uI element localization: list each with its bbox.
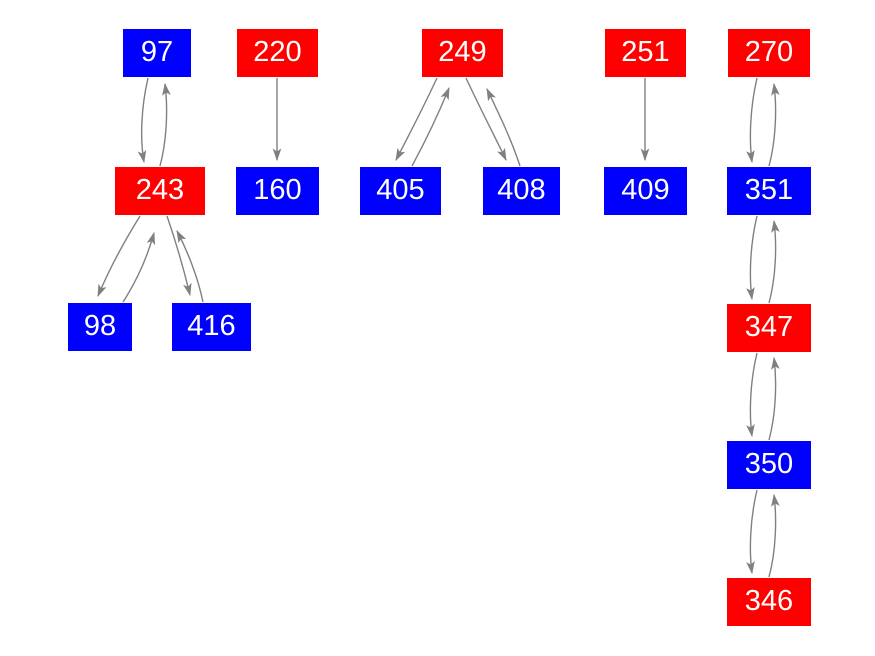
graph-node-97[interactable]: 97 <box>123 29 191 77</box>
graph-node-label: 346 <box>744 584 794 617</box>
graph-node-408[interactable]: 408 <box>483 167 560 215</box>
edge-243-to-416 <box>166 215 192 297</box>
graph-node-346[interactable]: 346 <box>727 578 811 626</box>
edge-249-to-408 <box>465 77 507 162</box>
edge-97-to-243 <box>137 77 149 164</box>
edge-347-to-351 <box>768 219 780 304</box>
graph-node-label: 405 <box>376 173 425 206</box>
graph-node-405[interactable]: 405 <box>360 167 441 215</box>
graph-node-label: 160 <box>253 173 302 206</box>
edge-270-to-351 <box>746 77 758 164</box>
edge-347-to-350 <box>746 352 758 438</box>
graph-node-416[interactable]: 416 <box>172 303 251 351</box>
graph-node-label: 249 <box>438 35 487 68</box>
edge-98-to-243 <box>122 231 156 303</box>
edge-408-to-249 <box>486 87 521 167</box>
graph-node-label: 220 <box>253 35 302 68</box>
graph-node-243[interactable]: 243 <box>115 167 205 215</box>
graph-node-label: 350 <box>744 447 794 480</box>
graph-node-label: 408 <box>497 173 546 206</box>
graph-node-label: 416 <box>187 309 236 342</box>
edge-350-to-347 <box>768 356 780 441</box>
graph-node-251[interactable]: 251 <box>605 29 686 77</box>
graph-node-label: 251 <box>621 35 670 68</box>
edge-243-to-97 <box>159 82 171 167</box>
graph-node-350[interactable]: 350 <box>727 441 811 489</box>
graph-node-220[interactable]: 220 <box>237 29 318 77</box>
graph-node-label: 409 <box>621 173 670 206</box>
edge-249-to-405 <box>395 77 438 161</box>
edge-416-to-243 <box>176 230 204 303</box>
edge-351-to-270 <box>768 82 780 167</box>
graph-node-label: 270 <box>744 35 794 68</box>
edge-243-to-98 <box>97 215 141 298</box>
graph-node-label: 243 <box>135 173 185 206</box>
graph-node-98[interactable]: 98 <box>68 303 132 351</box>
graph-node-label: 351 <box>744 173 794 206</box>
graph-node-249[interactable]: 249 <box>422 29 503 77</box>
graph-node-label: 347 <box>744 310 794 343</box>
edge-351-to-347 <box>746 215 758 301</box>
edge-350-to-346 <box>746 489 758 575</box>
graph-node-347[interactable]: 347 <box>727 304 811 352</box>
graph-node-270[interactable]: 270 <box>728 29 810 77</box>
graph-node-351[interactable]: 351 <box>727 167 811 215</box>
edge-346-to-350 <box>768 493 780 578</box>
graph-node-label: 97 <box>140 35 174 68</box>
graph-node-409[interactable]: 409 <box>604 167 687 215</box>
graph-node-label: 98 <box>83 309 117 342</box>
edge-405-to-249 <box>411 86 450 167</box>
graph-node-160[interactable]: 160 <box>236 167 319 215</box>
